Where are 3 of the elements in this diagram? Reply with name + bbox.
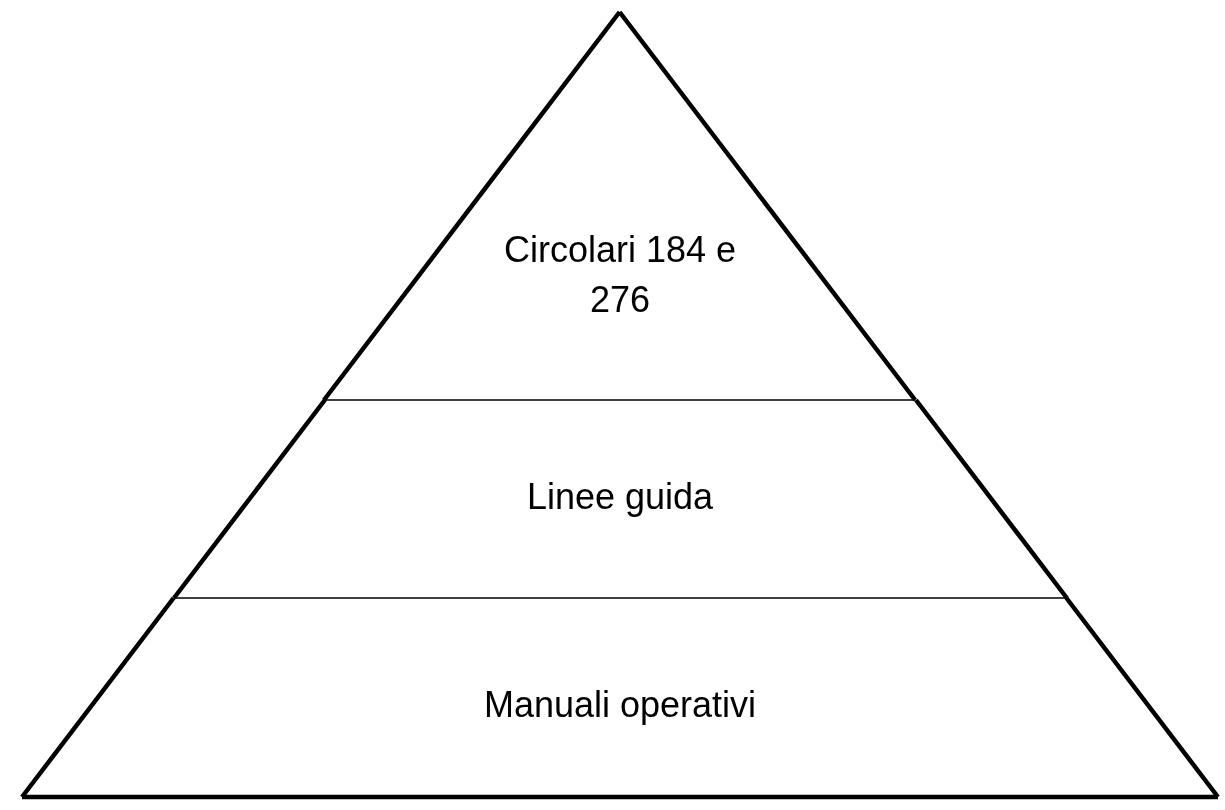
tier-label: Manuali operativi [482,683,758,727]
tier-label: Linee guida [525,475,715,519]
tier-label: Circolari 184 e 276 [502,228,738,322]
